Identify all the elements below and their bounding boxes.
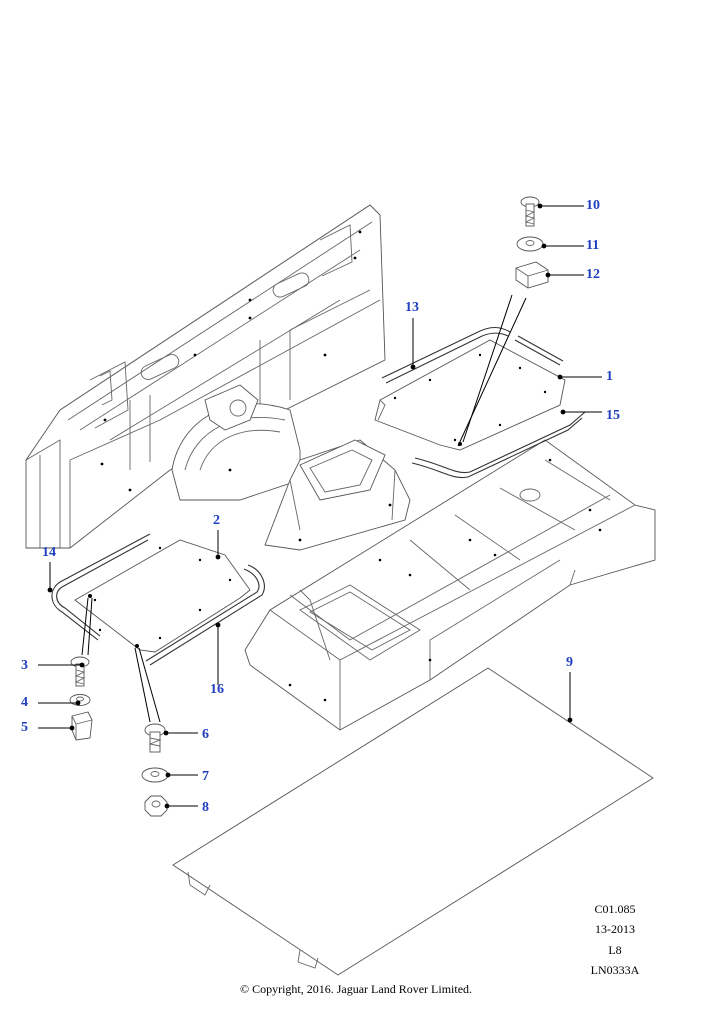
spire-clip-icon — [71, 711, 93, 741]
reference-illustration-id: LN0333A — [590, 963, 640, 977]
callout-2: 2 — [213, 513, 220, 528]
washer-icon — [516, 236, 544, 252]
callout-12: 12 — [586, 267, 600, 282]
callout-11: 11 — [586, 238, 600, 253]
reference-level: L8 — [608, 943, 622, 957]
seal-strip-13 — [381, 326, 511, 379]
callout-1: 1 — [606, 369, 613, 384]
screw-icon — [70, 656, 90, 687]
bulkhead-assembly — [25, 204, 386, 549]
floor-panel-left — [74, 539, 251, 653]
chassis-floor-frame — [244, 439, 656, 731]
reference-code: C01.085 — [594, 902, 636, 916]
callout-8: 8 — [202, 800, 209, 815]
callout-16: 16 — [210, 682, 224, 697]
seal-strip-15 — [414, 411, 586, 474]
callout-7: 7 — [202, 769, 209, 784]
transmission-tunnel — [264, 439, 411, 551]
seal-strip-14 — [51, 533, 151, 641]
washer-icon — [141, 767, 169, 783]
reference-date: 13-2013 — [595, 922, 635, 936]
copyright-notice: © Copyright, 2016. Jaguar Land Rover Lim… — [239, 982, 473, 996]
callout-10: 10 — [586, 198, 600, 213]
callout-15: 15 — [606, 408, 620, 423]
screw-icon — [520, 196, 540, 227]
clip-nut-icon — [515, 261, 549, 289]
callout-4: 4 — [21, 695, 28, 710]
callout-9: 9 — [566, 655, 573, 670]
callout-14: 14 — [42, 545, 56, 560]
hex-nut-icon — [144, 795, 168, 817]
leader-lines — [38, 203, 602, 809]
chassis-holes — [288, 458, 602, 702]
bolt-icon — [144, 723, 166, 753]
callout-5: 5 — [21, 720, 28, 735]
bulkhead-holes — [100, 230, 362, 492]
callout-3: 3 — [21, 658, 28, 673]
callout-13: 13 — [405, 300, 419, 315]
floor-panel-right — [374, 339, 566, 451]
seal-strip-16 — [149, 564, 265, 666]
floor-mat — [172, 667, 654, 976]
callout-6: 6 — [202, 727, 209, 742]
